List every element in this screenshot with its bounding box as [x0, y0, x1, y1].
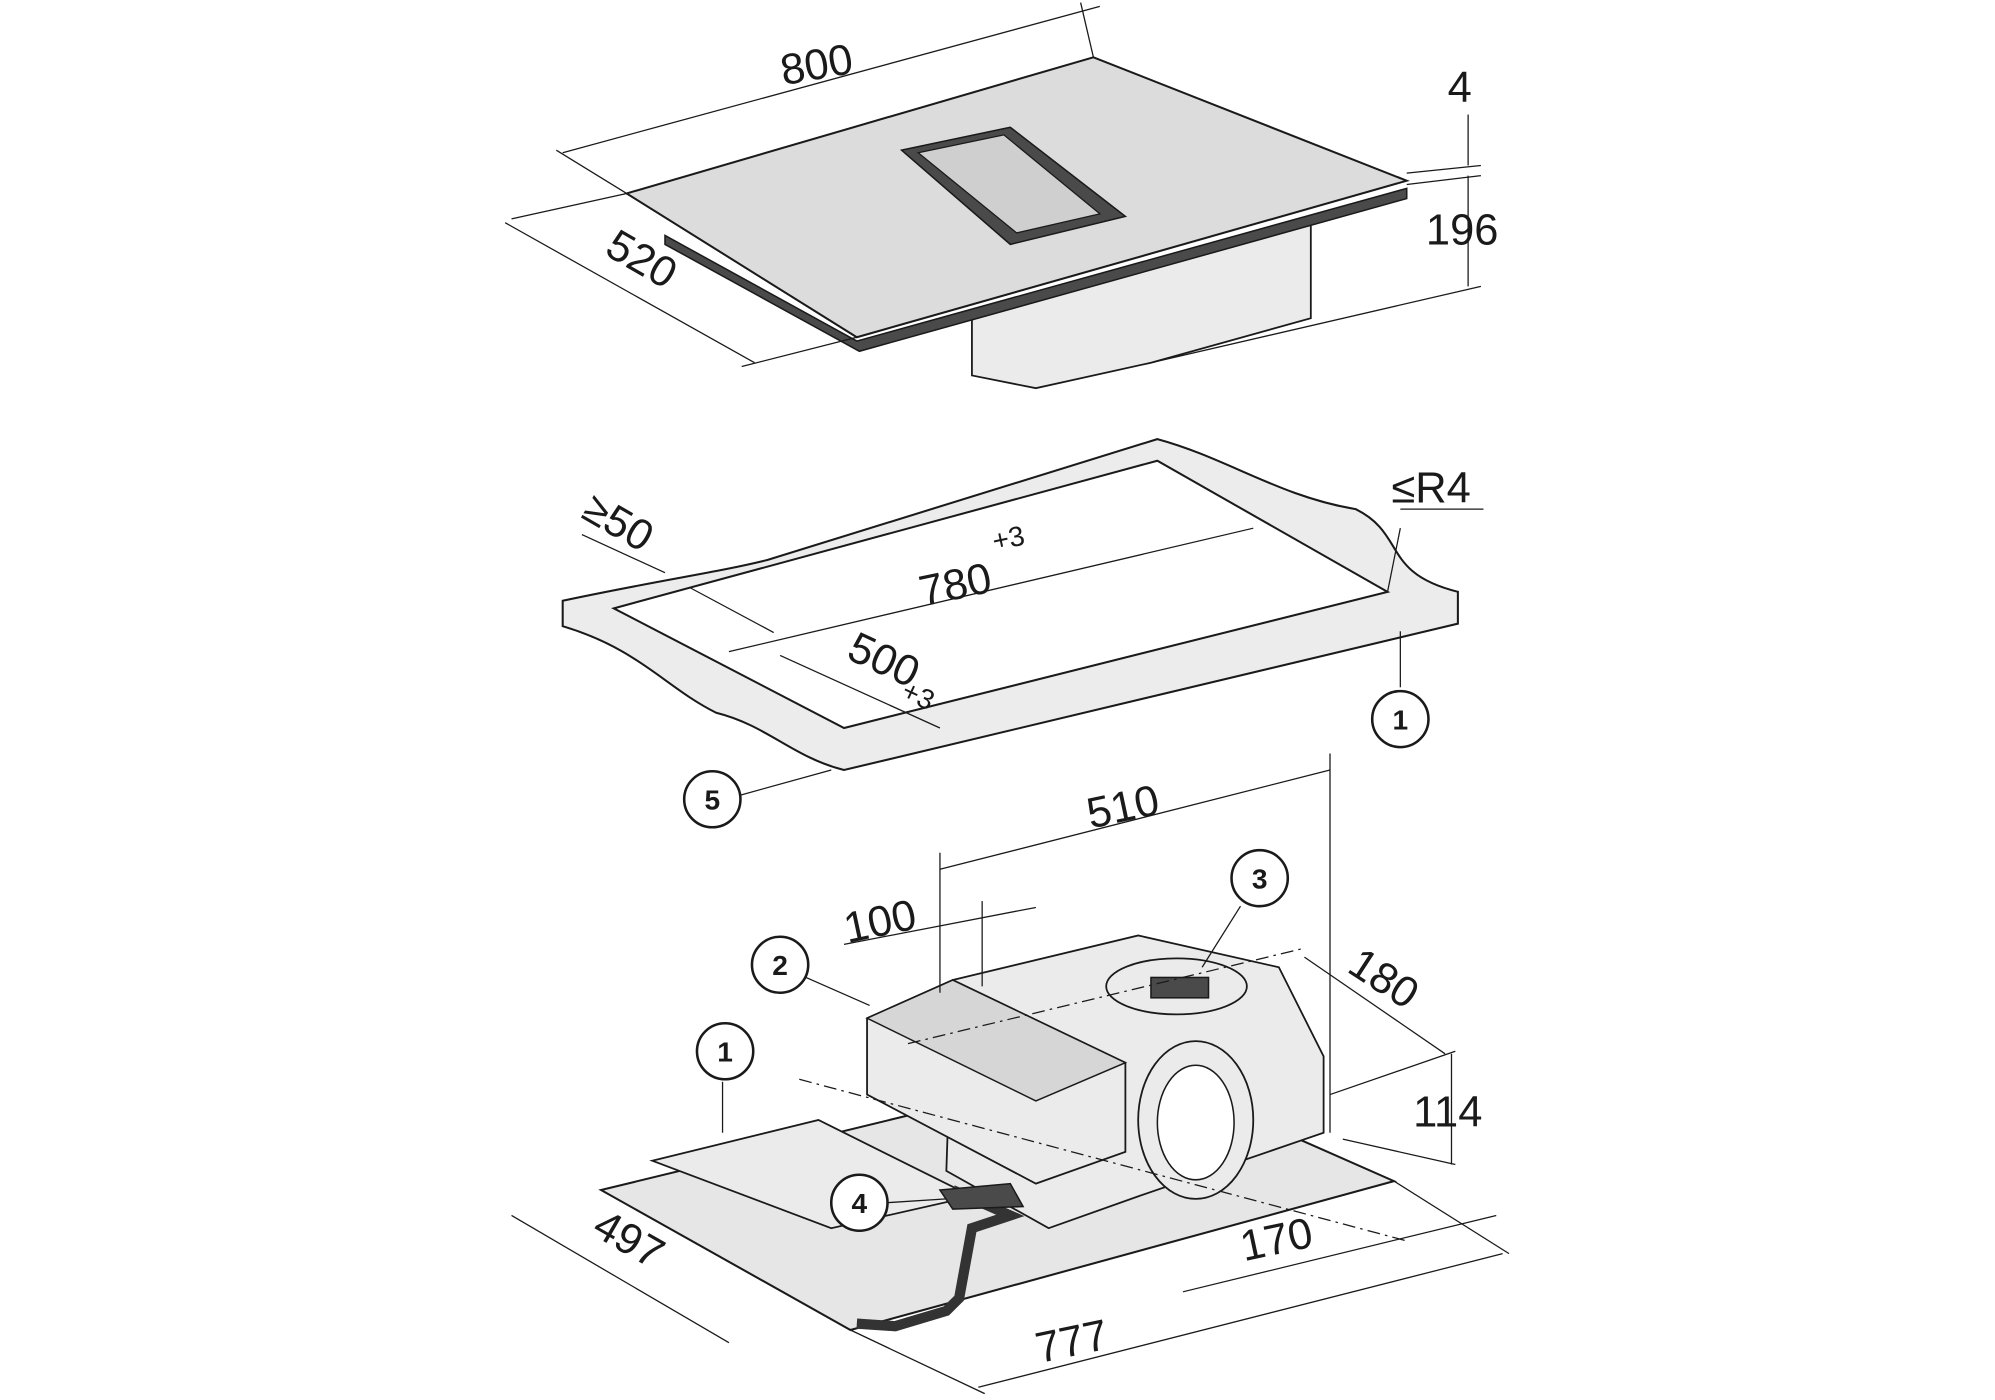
callout-circle [829, 1173, 889, 1232]
dim-cutout-width-tolerance: +3 [989, 520, 1027, 557]
dim-corner-radius: ≤R4 [1391, 465, 1470, 513]
dim-100: 100 [840, 891, 921, 953]
dim-hob-depth: 520 [598, 221, 685, 299]
dim-hob-width: 800 [777, 35, 857, 95]
callout-fan-outlet: 3 [1252, 863, 1268, 894]
dim-edge-distance: ≥50 [575, 484, 662, 561]
callout-circle [682, 770, 742, 829]
dim-hob-height: 196 [1426, 206, 1499, 254]
callout-fan-unit-box: 2 [772, 950, 788, 981]
worktop-cutout-drawing: ≥50 ≤R4 780 +3 500 +3 1 5 [561, 438, 1484, 829]
dim-glass-thickness: 4 [1448, 64, 1472, 112]
dim-180: 180 [1340, 939, 1427, 1018]
callout-circle [750, 935, 810, 994]
callout-worktop-top: 1 [1393, 704, 1409, 735]
callout-circle [695, 1022, 755, 1081]
hob-drawing: 800 4 196 520 [504, 2, 1499, 390]
callout-cable: 4 [852, 1188, 868, 1219]
callout-circle [1370, 689, 1430, 749]
dim-777: 777 [1031, 1311, 1112, 1373]
callout-circle [1230, 848, 1290, 908]
dim-510: 510 [1083, 776, 1164, 838]
callout-worktop-bottom: 1 [717, 1037, 733, 1068]
dim-114: 114 [1413, 1088, 1482, 1136]
callout-worktop-edge: 5 [704, 785, 720, 816]
fan-unit-drawing: 510 100 180 114 497 170 777 3 2 1 4 [511, 753, 1510, 1395]
